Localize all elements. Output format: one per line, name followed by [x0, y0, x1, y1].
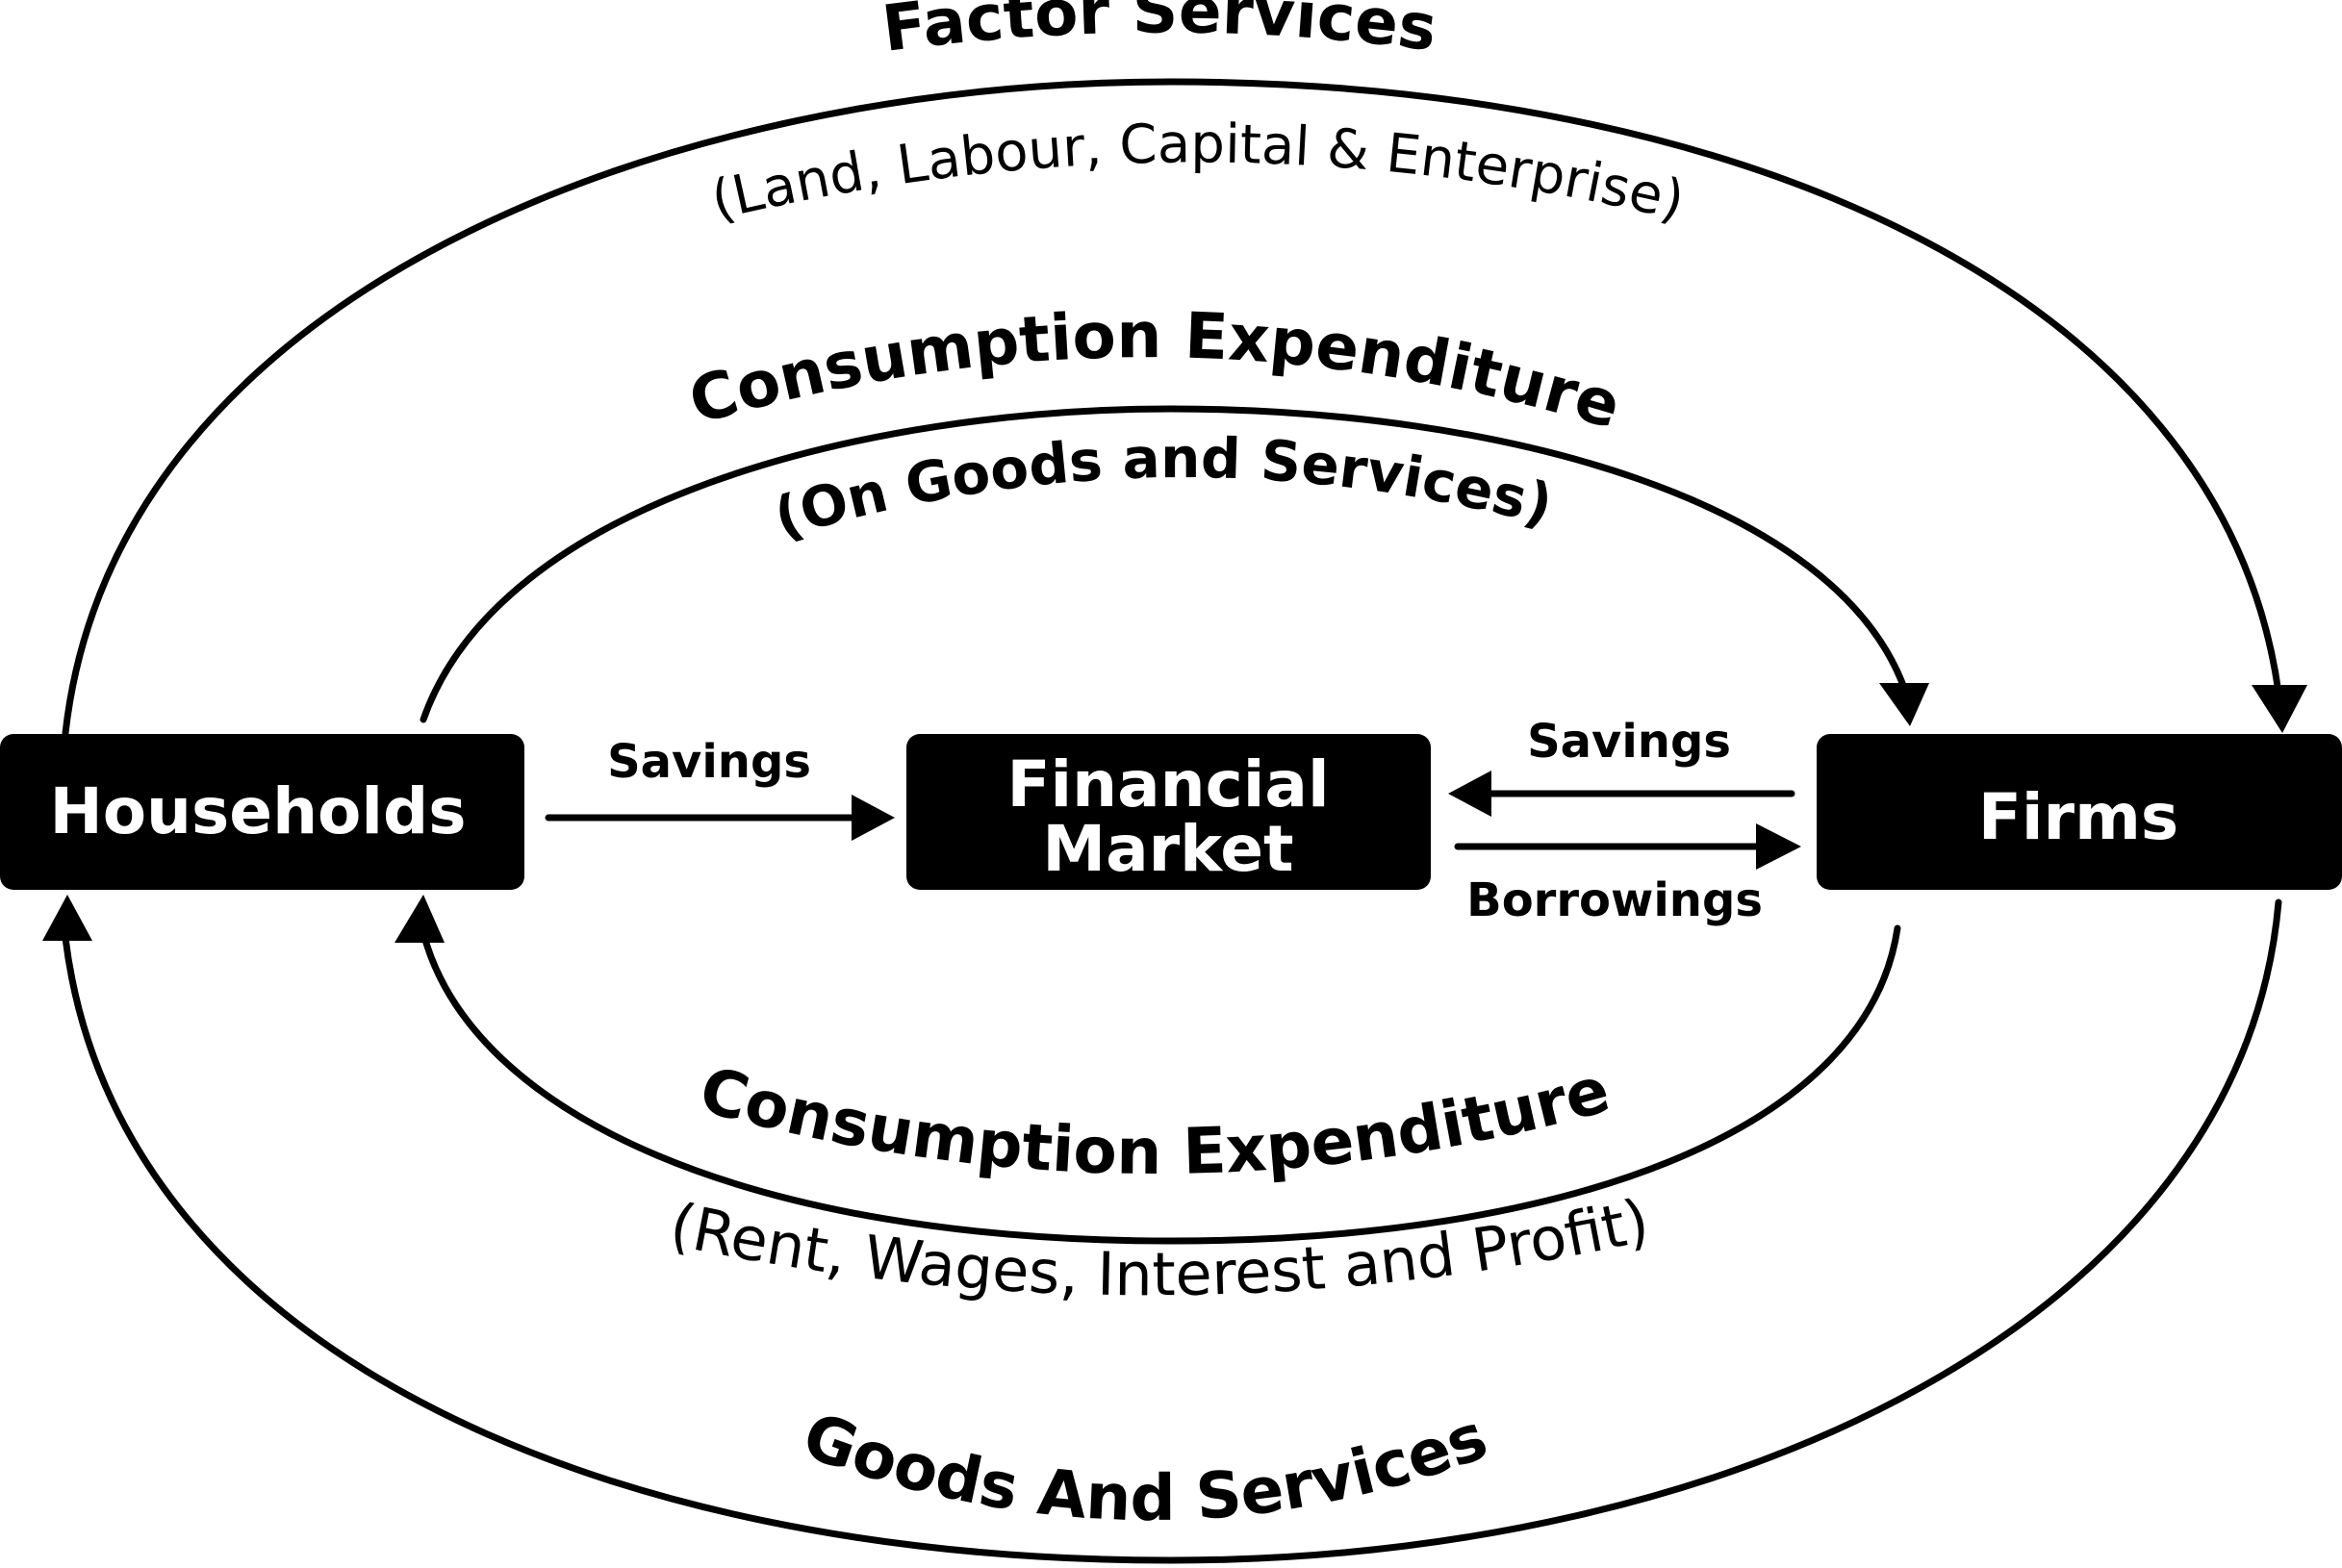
consumption-expenditure-bottom-arrow [420, 924, 1901, 1245]
factor-services-detail: (Land, Labour, Capital & Enterprise) [705, 113, 1690, 233]
households-savings-label: Savings [607, 735, 811, 789]
firms-savings-arrowhead [1448, 771, 1491, 817]
factor-services-arrow [62, 78, 2282, 737]
goods-and-services-arrowhead [42, 895, 92, 941]
households-savings-arrowhead [852, 795, 895, 841]
firms-label: Firms [1978, 780, 2178, 854]
households-box: Households [0, 734, 524, 890]
consumption-bottom-title: Consumption Expenditure [692, 1052, 1616, 1189]
consumption-bottom-arrowhead [395, 895, 445, 943]
goods-and-services-arrow [62, 898, 2282, 1564]
borrowings-label: Borrowings [1466, 873, 1763, 927]
financial-market-box: Financial Market [906, 734, 1431, 890]
firms-savings-label: Savings [1527, 715, 1731, 769]
consumption-top-arrowhead [1879, 683, 1929, 726]
consumption-top-title: Consumption Expenditure [681, 298, 1629, 443]
borrowings-arrowhead [1756, 823, 1801, 870]
financial-market-label-line1: Financial [1006, 747, 1329, 822]
goods-and-services-label: Goods And Services [794, 1399, 1496, 1535]
consumption-expenditure-top-arrow [420, 405, 1909, 723]
consumption-top-detail: (On Goods and Services) [767, 425, 1559, 551]
financial-market-label-line2: Market [1042, 812, 1293, 886]
factor-services-arrowhead [2252, 685, 2307, 733]
firms-box: Firms [1817, 734, 2342, 890]
households-label: Households [49, 774, 466, 848]
factor-services-title: Factor Services [878, 0, 1441, 66]
